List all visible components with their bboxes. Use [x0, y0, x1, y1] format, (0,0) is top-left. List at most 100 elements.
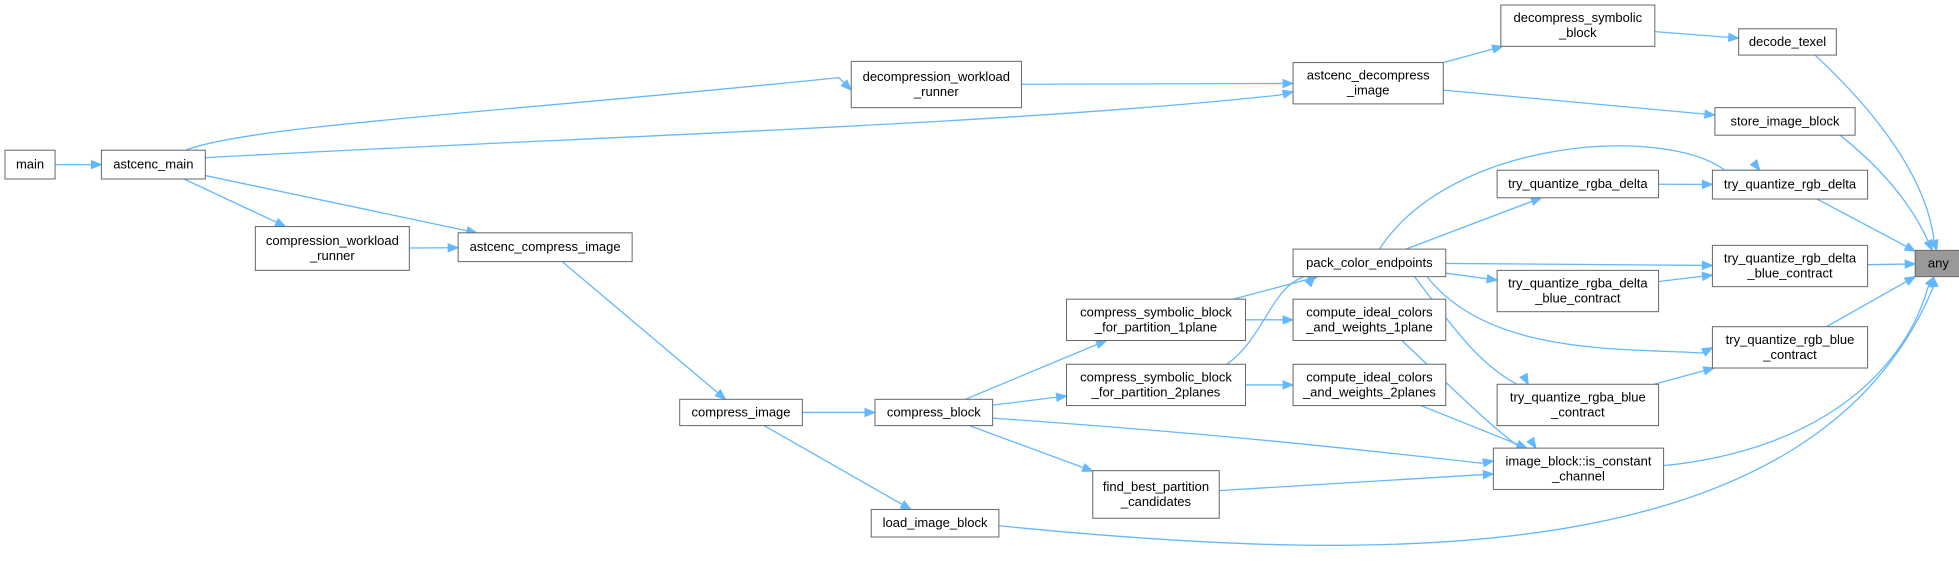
edge-astcenc-main-to-astcenc-decompress-image: [205, 89, 1295, 159]
edge-line: [183, 178, 286, 228]
node-label: compute_ideal_colors: [1306, 369, 1433, 384]
node-try-quantize-rgba-delta-blue-contract[interactable]: try_quantize_rgba_delta_blue_contract: [1496, 269, 1660, 313]
edge-pack-color-endpoints-to-try-quantize-rgb-delta-blue-contract: [1445, 260, 1714, 271]
node-box: [4, 149, 56, 180]
edge-arrowhead: [1281, 89, 1295, 99]
node-box: [1496, 169, 1660, 199]
node-label: _channel: [1551, 468, 1605, 483]
edge-load-image-block-to-any: [998, 275, 1939, 546]
nodes-layer: main astcenc_main decompression_workload_r…: [4, 4, 1959, 538]
edge-line: [1420, 404, 1528, 449]
node-box: [1738, 28, 1837, 56]
node-try-quantize-rgba-blue-contract[interactable]: try_quantize_rgba_blue_contract: [1496, 383, 1660, 427]
node-box: [254, 226, 410, 271]
edge-pack-color-endpoints-to-try-quantize-rgba-blue-contract: [1413, 276, 1529, 386]
node-label: try_quantize_rgba_blue: [1510, 389, 1646, 404]
node-store-image-block[interactable]: store_image_block: [1714, 107, 1856, 136]
edge-compress-symbolic-block-1plane-to-pack-color-endpoints: [1233, 274, 1320, 300]
edge-line: [1826, 276, 1916, 328]
node-astcenc-decompress-image[interactable]: astcenc_decompress_image: [1292, 62, 1444, 105]
node-box: [1714, 107, 1856, 136]
node-compress-symbolic-block-1plane[interactable]: compress_symbolic_block_for_partition_1p…: [1065, 298, 1246, 341]
edge-arrowhead: [274, 217, 287, 228]
node-label: try_quantize_rgb_delta: [1724, 250, 1857, 265]
node-try-quantize-rgb-blue-contract[interactable]: try_quantize_rgb_blue_contract: [1711, 326, 1869, 369]
node-box: [679, 398, 803, 427]
edge-compress-block-to-image-block-is-constant-channel: [992, 417, 1495, 468]
node-astcenc-main[interactable]: astcenc_main: [100, 149, 206, 180]
node-label: compute_ideal_colors: [1306, 304, 1433, 319]
edge-try-quantize-rgb-delta-to-any: [1816, 198, 1917, 252]
node-label: astcenc_compress_image: [470, 239, 621, 254]
edge-line: [1378, 145, 1760, 250]
edge-try-quantize-rgba-blue-contract-to-try-quantize-rgb-blue-contract: [1653, 366, 1716, 385]
node-label: any: [1928, 255, 1949, 270]
node-main[interactable]: main: [4, 149, 56, 180]
edge-compress-block-to-compress-symbolic-block-2planes: [992, 392, 1068, 406]
edge-astcenc-main-to-decompression-workload-runner: [185, 76, 853, 151]
node-try-quantize-rgb-delta-blue-contract[interactable]: try_quantize_rgb_delta_blue_contract: [1711, 244, 1869, 288]
node-decode-texel[interactable]: decode_texel: [1738, 28, 1837, 56]
edge-astcenc-main-to-compression-workload-runner: [183, 178, 287, 228]
edge-line: [1219, 473, 1494, 492]
edge-line: [969, 424, 1094, 472]
edge-try-quantize-rgba-delta-blue-contract-to-try-quantize-rgb-delta-blue-contract: [1658, 271, 1714, 283]
edge-line: [205, 174, 478, 234]
edge-line: [1405, 197, 1542, 250]
node-box: [1492, 447, 1665, 490]
edge-pack-color-endpoints-to-try-quantize-rgba-delta: [1405, 197, 1543, 250]
node-any[interactable]: any: [1914, 249, 1959, 278]
node-box: [1092, 470, 1220, 519]
node-load-image-block[interactable]: load_image_block: [870, 508, 1000, 538]
node-astcenc-compress-image[interactable]: astcenc_compress_image: [457, 232, 633, 263]
node-box: [1292, 248, 1447, 278]
edge-line: [1021, 82, 1294, 85]
node-compute-ideal-1plane[interactable]: compute_ideal_colors_and_weights_1plane: [1292, 298, 1447, 341]
node-box: [1065, 298, 1246, 341]
edge-arrowhead: [840, 79, 853, 91]
edge-line: [1654, 30, 1739, 39]
node-compress-image[interactable]: compress_image: [679, 398, 803, 427]
edge-arrowhead: [1727, 32, 1741, 43]
node-try-quantize-rgb-delta[interactable]: try_quantize_rgb_delta: [1711, 169, 1869, 200]
node-label: compress_symbolic_block: [1080, 369, 1232, 384]
node-decompress-symbolic-block[interactable]: decompress_symbolic_block: [1500, 4, 1656, 47]
edge-main-to-astcenc-main: [55, 159, 103, 170]
edge-line: [992, 395, 1067, 406]
edge-line: [1443, 89, 1715, 116]
edge-decode-texel-to-any: [1814, 54, 1939, 252]
node-compress-symbolic-block-2planes[interactable]: compress_symbolic_block_for_partition_2p…: [1065, 363, 1246, 407]
node-label: _for_partition_1plane: [1094, 319, 1217, 334]
edge-line: [1814, 54, 1938, 251]
node-try-quantize-rgba-delta[interactable]: try_quantize_rgba_delta: [1496, 169, 1660, 199]
node-label: decompress_symbolic: [1514, 10, 1643, 25]
node-label: _blue_contract: [1746, 265, 1833, 280]
node-label: _image: [1346, 83, 1390, 98]
edge-line: [763, 425, 912, 511]
edge-arrowhead: [1529, 197, 1543, 206]
edge-line: [561, 261, 726, 400]
edge-arrowhead: [1055, 392, 1068, 403]
node-compression-workload-runner[interactable]: compression_workload_runner: [254, 226, 410, 271]
node-label: try_quantize_rgba_delta: [1508, 276, 1648, 291]
node-label: main: [16, 157, 44, 172]
edge-arrowhead: [1282, 380, 1295, 390]
edge-arrowhead: [1701, 179, 1714, 190]
node-pack-color-endpoints[interactable]: pack_color_endpoints: [1292, 248, 1447, 278]
node-label: _runner: [309, 248, 355, 263]
edge-compress-image-to-load-image-block: [763, 425, 913, 511]
node-decompression-workload-runner[interactable]: decompression_workload_runner: [850, 60, 1022, 109]
node-image-block-is-constant-channel[interactable]: image_block::is_constant_channel: [1492, 447, 1665, 490]
edge-pack-color-endpoints-to-try-quantize-rgb-delta: [1378, 145, 1761, 250]
node-compress-block[interactable]: compress_block: [874, 398, 994, 427]
node-label: _and_weights_1plane: [1305, 319, 1433, 334]
edge-arrowhead: [1903, 275, 1917, 286]
node-label: load_image_block: [883, 515, 988, 530]
edge-astcenc-main-to-astcenc-compress-image: [205, 174, 479, 236]
node-label: pack_color_endpoints: [1306, 255, 1433, 270]
edge-line: [1839, 134, 1933, 251]
node-find-best-partition-candidates[interactable]: find_best_partition_candidates: [1092, 470, 1220, 519]
node-compute-ideal-2planes[interactable]: compute_ideal_colors_and_weights_2planes: [1292, 363, 1447, 407]
edge-compress-symbolic-block-2planes-to-pack-color-endpoints: [1226, 275, 1316, 365]
